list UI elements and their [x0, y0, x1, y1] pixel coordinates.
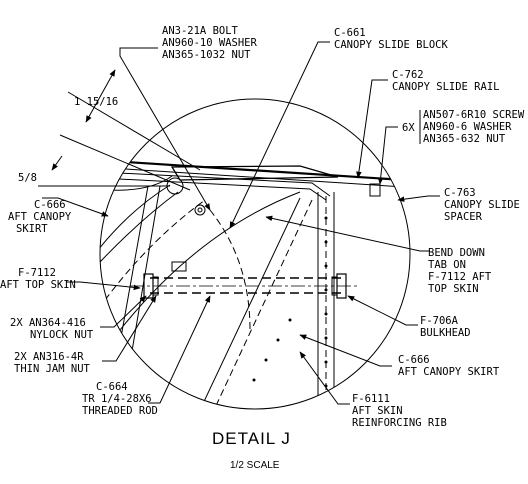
spacer-label: C-763 CANOPY SLIDE SPACER — [444, 187, 526, 223]
aft-canopy-skirt — [107, 175, 173, 191]
reinforcing-rib-label: F-6111 AFT SKIN REINFORCING RIB — [352, 393, 447, 429]
jam-nut-left — [152, 276, 159, 296]
leader-lines — [42, 41, 440, 405]
screw-qty-label: 6X — [402, 122, 415, 134]
spacer-block — [369, 183, 381, 197]
aft-top-skin — [100, 171, 331, 197]
slide-block-label: C-661 CANOPY SLIDE BLOCK — [334, 27, 448, 51]
dimension-lower: 5/8 — [18, 172, 37, 184]
nylock-label: 2X AN364-416 NYLOCK NUT — [10, 317, 94, 341]
detail-title: DETAIL J — [212, 429, 291, 448]
rivet-dots — [252, 216, 328, 388]
bolt-hardware-label: AN3-21A BOLT AN960-10 WASHER AN365-1032 … — [162, 25, 263, 61]
top-skin-label: F-7112 AFT TOP SKIN — [0, 267, 76, 291]
reinforcing-rib — [199, 197, 301, 409]
slide-rail-label: C-762 CANOPY SLIDE RAIL — [392, 69, 499, 93]
bend-tab-label: BEND DOWN TAB ON F-7112 AFT TOP SKIN — [428, 247, 498, 295]
assembly-geometry — [100, 158, 410, 409]
threaded-rod-label: C-664 TR 1/4-28X6 THREADED ROD — [82, 381, 158, 417]
screw-hardware-label: AN507-6R10 SCREW AN960-6 WASHER AN365-63… — [423, 109, 528, 145]
bulkhead-label: F-706A BULKHEAD — [420, 315, 471, 339]
dimensions — [38, 69, 201, 191]
scale-label: 1/2 SCALE — [230, 460, 280, 471]
aft-skirt-left-label: C-666 AFT CANOPY SKIRT — [8, 199, 78, 235]
jam-nut-label: 2X AN316-4R THIN JAM NUT — [14, 351, 91, 375]
aft-skirt-right-label: C-666 AFT CANOPY SKIRT — [398, 354, 500, 378]
dimension-upper: 1 15/16 — [74, 96, 118, 108]
detail-circle — [99, 98, 411, 410]
